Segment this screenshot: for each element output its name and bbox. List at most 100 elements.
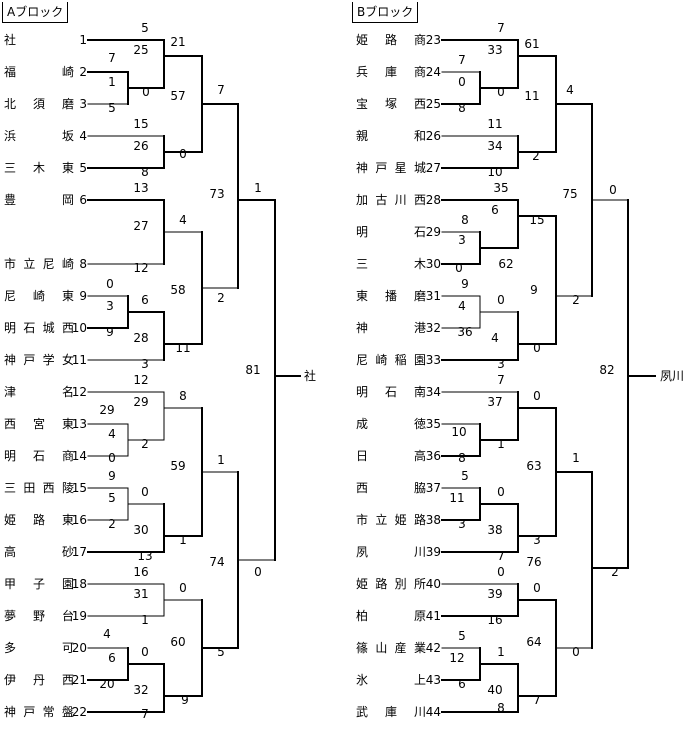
team-number: 43 bbox=[425, 673, 441, 687]
team-name: 伊丹西 bbox=[4, 673, 74, 687]
score-label: 4 bbox=[179, 213, 187, 227]
score-label: 8 bbox=[497, 701, 505, 715]
score-label: 9 bbox=[530, 283, 538, 297]
score-label: 0 bbox=[497, 485, 505, 499]
team-number: 33 bbox=[425, 353, 441, 367]
score-label: 7 bbox=[533, 693, 541, 707]
score-label: 4 bbox=[103, 627, 111, 641]
team-number: 17 bbox=[71, 545, 87, 559]
team-number: 44 bbox=[425, 705, 441, 719]
team-name: 津名 bbox=[4, 385, 74, 399]
score-label: 7 bbox=[217, 83, 225, 97]
score-label: 38 bbox=[487, 523, 503, 537]
team-name: 姫路別所 bbox=[356, 577, 426, 591]
score-label: 7 bbox=[497, 373, 505, 387]
team-number: 41 bbox=[425, 609, 441, 623]
score-label: 28 bbox=[133, 331, 149, 345]
score-label: 3 bbox=[458, 517, 466, 531]
score-label: 29 bbox=[99, 403, 115, 417]
score-label: 5 bbox=[217, 645, 225, 659]
team-name: 成徳 bbox=[356, 417, 426, 431]
score-label: 33 bbox=[487, 43, 503, 57]
score-label: 0 bbox=[455, 261, 463, 275]
team-number: 21 bbox=[71, 673, 87, 687]
score-label: 0 bbox=[533, 389, 541, 403]
score-label: 60 bbox=[170, 635, 186, 649]
team-name: 親和 bbox=[356, 129, 426, 143]
score-label: 16 bbox=[487, 613, 503, 627]
team-number: 10 bbox=[71, 321, 87, 335]
score-label: 0 bbox=[533, 341, 541, 355]
team-number: 24 bbox=[425, 65, 441, 79]
score-label: 27 bbox=[133, 219, 149, 233]
team-number: 22 bbox=[71, 705, 87, 719]
team-number: 2 bbox=[79, 65, 87, 79]
team-number: 36 bbox=[425, 449, 441, 463]
team-number: 11 bbox=[71, 353, 87, 367]
score-label: 0 bbox=[609, 183, 617, 197]
score-label: 1 bbox=[108, 75, 116, 89]
score-label: 2 bbox=[141, 437, 149, 451]
team-number: 9 bbox=[79, 289, 87, 303]
score-label: 0 bbox=[533, 581, 541, 595]
team-number: 14 bbox=[71, 449, 87, 463]
score-label: 7 bbox=[497, 549, 505, 563]
score-label: 36 bbox=[457, 325, 473, 339]
score-label: 8 bbox=[458, 451, 466, 465]
team-name: 神戸学女 bbox=[4, 353, 74, 367]
score-label: 26 bbox=[133, 139, 149, 153]
score-label: 3 bbox=[106, 299, 114, 313]
score-label: 2 bbox=[532, 149, 540, 163]
score-label: 12 bbox=[133, 373, 149, 387]
team-name: 東播磨 bbox=[356, 289, 426, 303]
score-label: 0 bbox=[497, 565, 505, 579]
score-label: 39 bbox=[487, 587, 503, 601]
score-label: 0 bbox=[106, 277, 114, 291]
score-label: 2 bbox=[108, 517, 116, 531]
team-name: 宝塚西 bbox=[356, 97, 426, 111]
team-name: 市立尼崎 bbox=[4, 257, 74, 271]
team-name: 三田西陵 bbox=[4, 481, 74, 495]
block-b-winner: 夙川 bbox=[660, 369, 685, 383]
team-number: 42 bbox=[425, 641, 441, 655]
score-label: 61 bbox=[524, 37, 540, 51]
score-label: 1 bbox=[217, 453, 225, 467]
score-label: 0 bbox=[179, 147, 187, 161]
score-label: 8 bbox=[179, 389, 187, 403]
team-name: 柏原 bbox=[356, 609, 426, 623]
score-label: 4 bbox=[566, 83, 574, 97]
team-number: 4 bbox=[79, 129, 87, 143]
score-label: 0 bbox=[142, 85, 150, 99]
score-label: 1 bbox=[497, 645, 505, 659]
score-label: 3 bbox=[458, 233, 466, 247]
team-name: 浜坂 bbox=[4, 129, 74, 143]
score-label: 4 bbox=[491, 331, 499, 345]
team-name: 姫路東 bbox=[4, 513, 74, 527]
team-name: 神戸常盤 bbox=[4, 705, 74, 719]
score-label: 20 bbox=[99, 677, 115, 691]
block-b-label: Bブロック bbox=[352, 2, 419, 23]
team-name: 明石商 bbox=[4, 449, 74, 463]
team-number: 3 bbox=[79, 97, 87, 111]
team-name: 氷上 bbox=[356, 673, 426, 687]
team-name: 高砂 bbox=[4, 545, 74, 559]
score-label: 5 bbox=[141, 21, 149, 35]
score-label: 0 bbox=[458, 75, 466, 89]
team-name: 武庫川 bbox=[356, 705, 426, 719]
team-number: 20 bbox=[71, 641, 87, 655]
score-label: 73 bbox=[209, 187, 225, 201]
score-label: 57 bbox=[170, 89, 186, 103]
score-label: 75 bbox=[562, 187, 578, 201]
team-number: 1 bbox=[79, 33, 87, 47]
score-label: 62 bbox=[498, 257, 514, 271]
team-number: 16 bbox=[71, 513, 87, 527]
team-number: 35 bbox=[425, 417, 441, 431]
team-number: 23 bbox=[425, 33, 441, 47]
team-number: 25 bbox=[425, 97, 441, 111]
team-name: 兵庫商 bbox=[356, 65, 426, 79]
team-name: 市立姫路 bbox=[356, 513, 426, 527]
score-label: 64 bbox=[526, 635, 542, 649]
score-label: 9 bbox=[106, 325, 114, 339]
